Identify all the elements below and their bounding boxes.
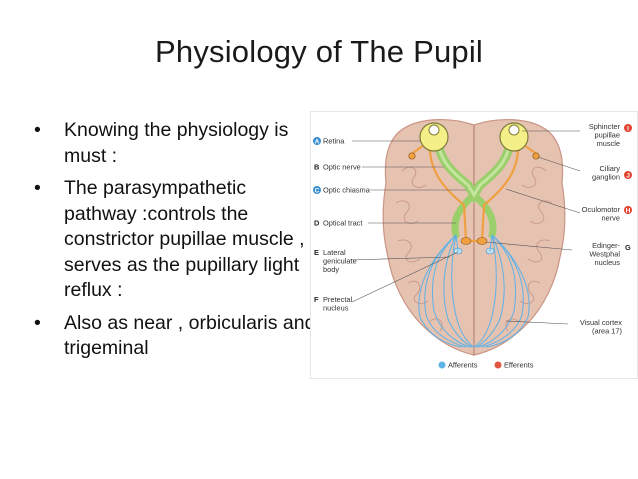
pupil-pathway-diagram: A Retina B Optic nerve C Optic chiasma D… <box>310 111 638 379</box>
optic-radiations <box>418 234 530 348</box>
label-letter-c: C <box>315 187 320 194</box>
pupil-pathway-figure: A Retina B Optic nerve C Optic chiasma D… <box>310 111 638 379</box>
eye-left <box>419 122 449 152</box>
label-optic-chiasma: Optic chiasma <box>323 186 371 195</box>
label-oculomotor-line1: Oculomotor <box>582 205 621 214</box>
legend-efferents-label: Efferents <box>504 361 534 370</box>
brain-illustration <box>382 119 566 356</box>
label-ciliary-line1: Ciliary <box>599 164 620 173</box>
label-badge <box>624 171 632 179</box>
leader-lines <box>349 130 581 325</box>
bullet-item: Knowing the physiology is must : <box>34 118 319 169</box>
legend-afferents-swatch <box>438 361 446 369</box>
label-ciliary-line2: ganglion <box>592 173 620 182</box>
label-pretectal-line2: nucleus <box>323 304 349 313</box>
label-letter-i: I <box>627 125 629 132</box>
left-labels: A Retina B Optic nerve C Optic chiasma D… <box>313 137 371 313</box>
label-edinger-line2: Westphal <box>589 250 620 259</box>
label-letter-j: J <box>626 172 630 179</box>
label-sphincter-line1: Sphincter <box>589 122 621 131</box>
label-letter-d: D <box>314 219 320 228</box>
label-optical-tract: Optical tract <box>323 219 362 228</box>
label-lgb-line3: body <box>323 265 339 274</box>
right-labels: Sphincter pupillae muscle I Ciliary gang… <box>580 122 632 336</box>
label-sphincter-line2: pupillae <box>595 131 620 140</box>
label-optic-nerve: Optic nerve <box>323 163 361 172</box>
legend-afferents-label: Afferents <box>448 361 478 370</box>
label-sphincter-line3: muscle <box>597 139 620 148</box>
bullet-list: Knowing the physiology is must : The par… <box>34 118 319 369</box>
label-letter-e: E <box>314 248 319 257</box>
label-letter-h: H <box>626 207 631 214</box>
label-visual-cortex-line2: (area 17) <box>592 327 622 336</box>
slide-title: Physiology of The Pupil <box>155 34 483 69</box>
optic-pathway <box>433 136 515 239</box>
label-letter-b: B <box>314 163 319 172</box>
label-letter-g: G <box>625 243 631 252</box>
label-badge <box>624 124 632 132</box>
ciliary-ganglion-left <box>408 152 416 160</box>
label-visual-cortex-line1: Visual cortex <box>580 318 622 327</box>
label-oculomotor-line2: nerve <box>602 214 621 223</box>
label-edinger-line1: Edinger- <box>592 241 620 250</box>
label-badge <box>313 137 321 145</box>
label-letter-f: F <box>314 295 319 304</box>
bullet-item: Also as near , orbicularis and trigemina… <box>34 311 319 362</box>
ciliary-ganglion-right <box>532 152 540 160</box>
label-letter-a: A <box>315 138 320 145</box>
label-badge <box>624 206 632 214</box>
label-lgb-line2: geniculate <box>323 257 357 266</box>
legend-efferents-swatch <box>494 361 502 369</box>
label-lgb-line1: Lateral <box>323 248 346 257</box>
legend: Afferents Efferents <box>438 361 534 370</box>
eye-right <box>499 122 529 152</box>
label-pretectal-line1: Pretectal <box>323 295 353 304</box>
label-retina: Retina <box>323 137 345 146</box>
label-badge <box>313 186 321 194</box>
label-edinger-line3: nucleus <box>595 258 621 267</box>
bullet-item: The parasympathetic pathway :controls th… <box>34 176 319 304</box>
